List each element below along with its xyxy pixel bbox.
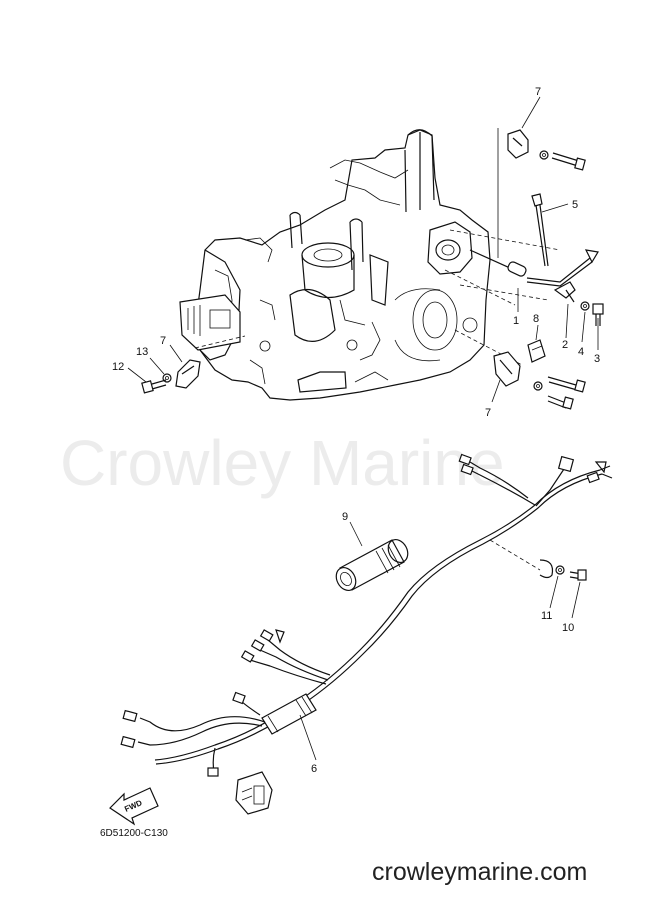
bolt-part-12 <box>141 379 167 394</box>
callout-7-left: 7 <box>160 335 166 347</box>
callout-8: 8 <box>533 313 539 325</box>
callout-13: 13 <box>136 346 148 358</box>
fwd-arrow-icon: FWD <box>109 787 159 826</box>
bracket-part-7-lower <box>493 351 586 410</box>
callout-11: 11 <box>541 610 552 622</box>
watermark: Crowley Marine <box>60 427 505 499</box>
callout-4: 4 <box>578 346 584 358</box>
callout-9: 9 <box>342 511 348 523</box>
bracket-part-7-top <box>507 129 586 171</box>
wire-harness-part-6 <box>120 453 613 815</box>
bracket-part-7-left <box>175 359 201 389</box>
callout-7-top: 7 <box>535 86 541 98</box>
washer-part-4 <box>580 301 590 311</box>
callout-7-lower: 7 <box>485 407 491 419</box>
clamp-part-2 <box>553 281 576 303</box>
callout-12: 12 <box>112 361 124 373</box>
bolt-part-3 <box>592 303 604 326</box>
callout-10: 10 <box>562 622 574 634</box>
sensor-part-1 <box>469 249 599 287</box>
drawing-code: 6D51200-C130 <box>100 828 168 839</box>
callout-1: 1 <box>513 315 519 327</box>
callout-5: 5 <box>572 199 578 211</box>
connector-part-8 <box>527 339 546 363</box>
engine-block <box>179 129 491 401</box>
washer-part-13 <box>162 373 172 383</box>
callout-2: 2 <box>562 339 568 351</box>
sleeve-part-9 <box>335 538 409 592</box>
site-url: crowleymarine.com <box>372 858 587 886</box>
cable-tie-part-5 <box>531 193 549 267</box>
callout-3: 3 <box>594 353 600 365</box>
callout-6: 6 <box>311 763 317 775</box>
